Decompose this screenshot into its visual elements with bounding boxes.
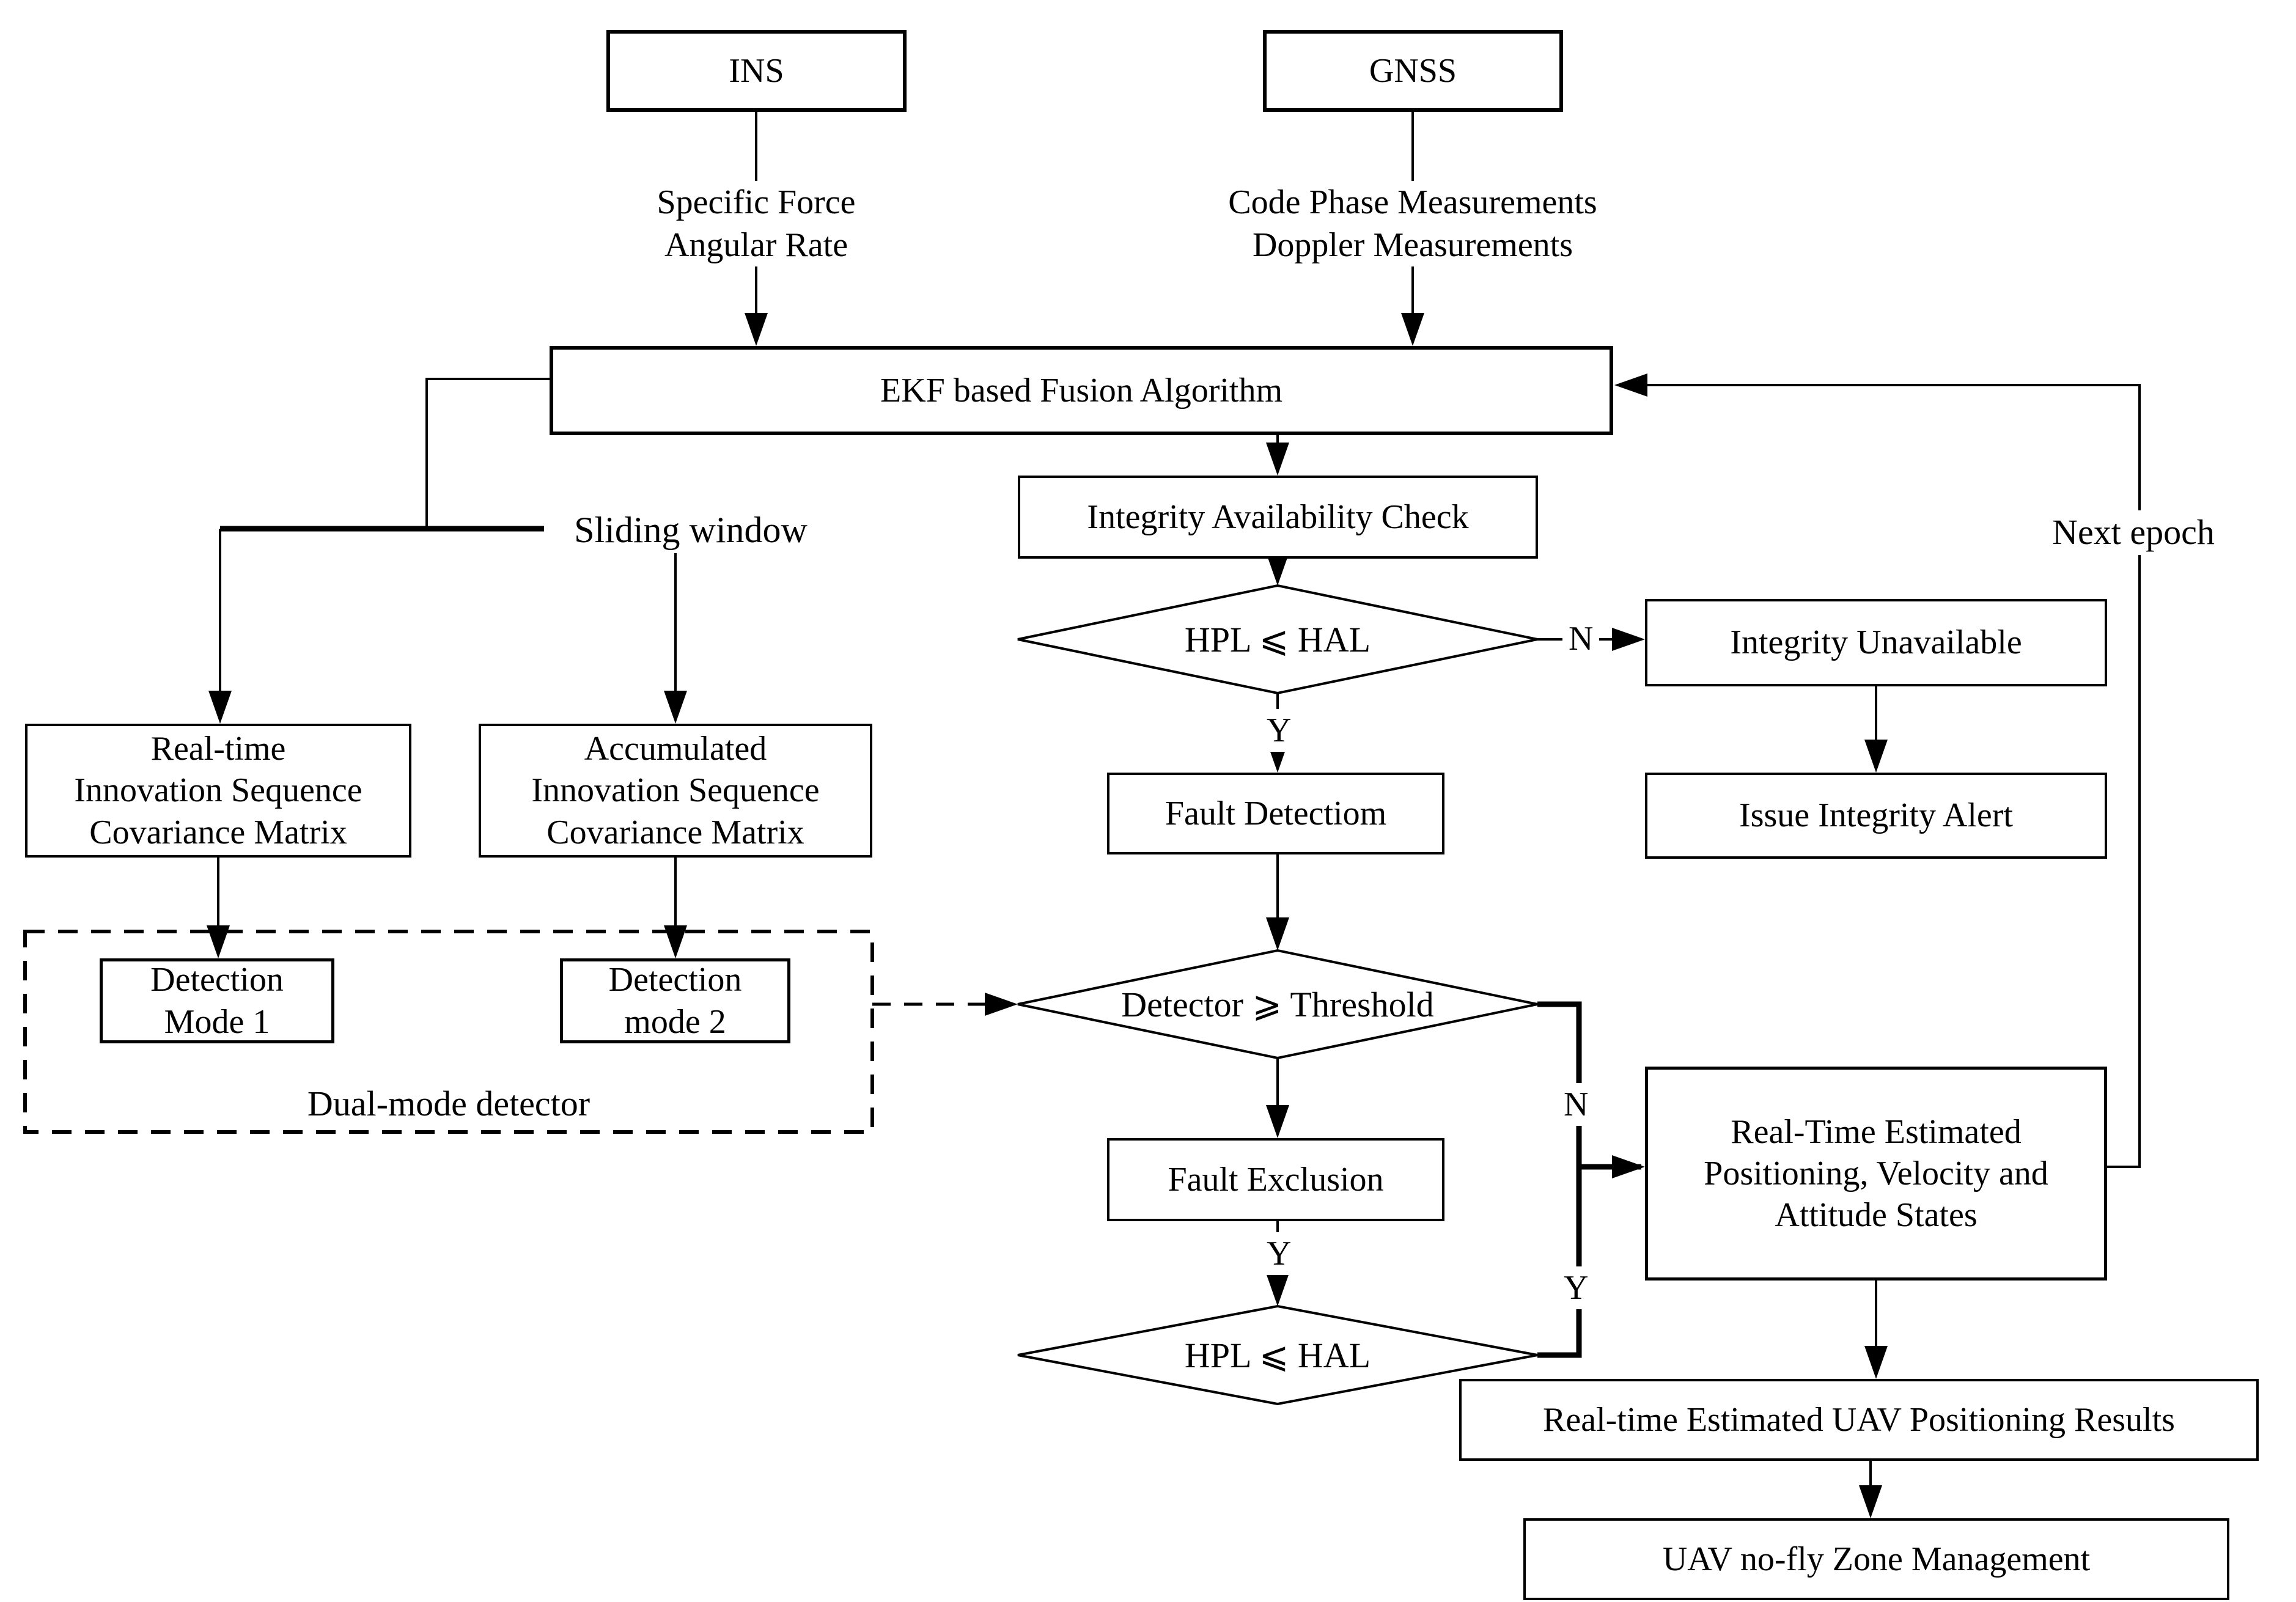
states-line2: Positioning, Velocity and xyxy=(1704,1154,2048,1192)
edge-ekf-to-sliding-window xyxy=(425,378,550,529)
arrowhead-rtmatrix-mode1 xyxy=(207,925,230,958)
label-diamond3-yes: Y xyxy=(1558,1266,1595,1309)
arrowhead-junction-states xyxy=(1612,1155,1645,1178)
node-uav-positioning-results: Real-time Estimated UAV Positioning Resu… xyxy=(1459,1379,2259,1461)
mode2-line1: Detection xyxy=(608,961,742,999)
diamond-label-hpl-hal-2: HPL ⩽ HAL xyxy=(1184,1336,1371,1375)
states-line1: Real-Time Estimated xyxy=(1731,1112,2022,1151)
rt-matrix-line3: Covariance Matrix xyxy=(89,813,347,851)
label-ins-measurements: Specific Force Angular Rate xyxy=(561,181,952,266)
arrowhead-gnss-ekf xyxy=(1401,313,1424,346)
arrowhead-ins-ekf xyxy=(745,313,768,346)
node-realtime-estimated-states: Real-Time Estimated Positioning, Velocit… xyxy=(1645,1067,2107,1280)
ins-meas-line2: Angular Rate xyxy=(664,226,848,264)
states-line3: Attitude States xyxy=(1775,1196,1978,1235)
node-fault-exclusion: Fault Exclusion xyxy=(1107,1138,1444,1221)
arrowhead-faultexclusion-diamond3 xyxy=(1266,1273,1289,1306)
arrowhead-bus-rtmatrix xyxy=(208,691,232,724)
arrowhead-dashed-diamond2 xyxy=(985,993,1018,1016)
arrowhead-bus-accmatrix xyxy=(664,691,687,724)
arrowhead-ekf-check xyxy=(1266,443,1289,476)
label-diamond2-no: N xyxy=(1558,1083,1595,1126)
dual-mode-detector-dashed-box xyxy=(23,930,874,1134)
label-sliding-window: Sliding window xyxy=(544,507,837,553)
ins-meas-line1: Specific Force xyxy=(657,183,856,221)
arrowhead-accmatrix-mode2 xyxy=(664,925,687,958)
label-diamond2-yes: Y xyxy=(1260,1232,1298,1275)
label-diamond1-no: N xyxy=(1562,617,1600,660)
arrowhead-diamond2-faultexclusion xyxy=(1266,1105,1289,1138)
diamond-detector-threshold xyxy=(1017,949,1538,1060)
diamond-label-detector-threshold: Detector ⩾ Threshold xyxy=(1121,985,1434,1024)
arrowhead-faultdetection-diamond2 xyxy=(1266,917,1289,950)
node-detection-mode-1: Detection Mode 1 xyxy=(100,958,334,1043)
label-diamond1-yes: Y xyxy=(1260,709,1298,752)
node-integrity-availability-check: Integrity Availability Check xyxy=(1018,476,1538,559)
node-fault-detection: Fault Detectiom xyxy=(1107,773,1444,854)
diamond-label-hpl-hal-1: HPL ⩽ HAL xyxy=(1184,620,1371,660)
gnss-meas-line2: Doppler Measurements xyxy=(1252,226,1573,264)
label-gnss-measurements: Code Phase Measurements Doppler Measurem… xyxy=(1196,181,1630,266)
mode1-line2: Mode 1 xyxy=(164,1002,270,1041)
diamond-hpl-hal-1 xyxy=(1017,584,1538,695)
arrowhead-diamond1-unavailable xyxy=(1612,628,1645,651)
arrowhead-feedback-ekf xyxy=(1614,373,1647,397)
node-detection-mode-2: Detection mode 2 xyxy=(560,958,790,1043)
mode1-line1: Detection xyxy=(150,961,284,999)
arrowhead-check-diamond1 xyxy=(1266,553,1289,586)
gnss-meas-line1: Code Phase Measurements xyxy=(1228,183,1597,221)
label-next-epoch: Next epoch xyxy=(2036,510,2231,555)
node-integrity-unavailable: Integrity Unavailable xyxy=(1645,599,2107,686)
acc-matrix-line2: Innovation Sequence xyxy=(531,771,820,810)
rt-matrix-line1: Real-time xyxy=(150,730,286,768)
diamond-hpl-hal-2 xyxy=(1017,1304,1538,1406)
rt-matrix-line2: Innovation Sequence xyxy=(74,771,362,810)
mode2-line2: mode 2 xyxy=(624,1002,726,1041)
node-ins: INS xyxy=(606,30,907,112)
node-accumulated-innovation-matrix: Accumulated Innovation Sequence Covarian… xyxy=(479,724,872,858)
acc-matrix-line3: Covariance Matrix xyxy=(546,813,804,851)
node-issue-integrity-alert: Issue Integrity Alert xyxy=(1645,773,2107,859)
node-uav-nofly-management: UAV no-fly Zone Management xyxy=(1523,1518,2229,1600)
acc-matrix-line1: Accumulated xyxy=(584,730,767,768)
arrowhead-states-uavresults xyxy=(1864,1346,1888,1379)
node-ekf-fusion: EKF based Fusion Algorithm xyxy=(550,346,1613,435)
edge-feedback-next-epoch xyxy=(1617,384,2141,1168)
arrowhead-unavailable-alert xyxy=(1864,740,1888,773)
label-dual-mode-detector: Dual-mode detector xyxy=(307,1084,591,1123)
node-gnss: GNSS xyxy=(1263,30,1563,112)
arrowhead-uavresults-nofly xyxy=(1859,1485,1882,1518)
node-realtime-innovation-matrix: Real-time Innovation Sequence Covariance… xyxy=(25,724,411,858)
edge-diamond2n-diamond3y-junction xyxy=(1537,1001,1582,1358)
